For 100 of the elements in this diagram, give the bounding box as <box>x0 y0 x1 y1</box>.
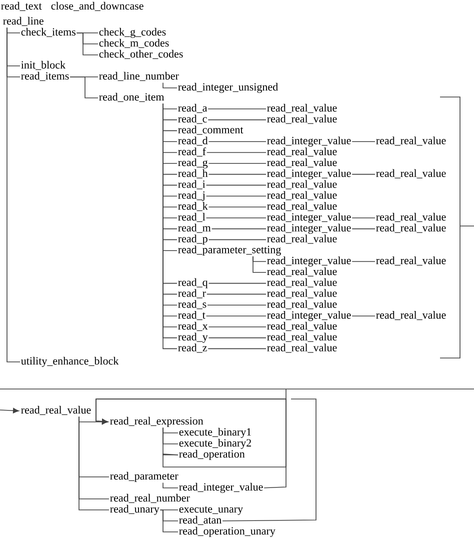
function-name: read_real_value <box>376 169 446 178</box>
function-name: read_l <box>178 212 206 222</box>
function-name: read_parameter <box>110 472 178 482</box>
function-name: read_line <box>3 16 44 26</box>
function-name: read_real_value <box>267 158 337 168</box>
connector <box>207 304 266 306</box>
connector <box>208 239 266 240</box>
function-name: read_f <box>178 147 206 157</box>
connector <box>70 76 98 98</box>
function-name: read_j <box>178 191 204 202</box>
function-name: read_real_value <box>267 114 337 124</box>
function-name: init_block <box>21 60 66 70</box>
connector <box>208 163 266 164</box>
connector <box>208 174 266 175</box>
connector <box>160 510 178 532</box>
function-name: read_real_value <box>376 224 446 233</box>
connector <box>206 184 266 186</box>
connector <box>352 261 376 262</box>
connector <box>208 141 266 142</box>
function-name: read_a <box>178 104 208 113</box>
function-name: read_real_value <box>376 256 446 266</box>
connector <box>162 427 178 456</box>
connector <box>76 32 98 56</box>
function-name: read_real_value <box>376 310 446 320</box>
connector <box>252 256 266 273</box>
function-name: read_real_value <box>267 278 337 288</box>
function-name: read_real_value <box>267 322 337 331</box>
function-name: read_i <box>178 180 206 190</box>
function-name: check_m_codes <box>99 38 169 48</box>
function-name: read_real_value <box>267 332 337 342</box>
function-name: read_real_value <box>267 344 337 353</box>
function-name: read_r <box>178 289 206 298</box>
connector <box>352 174 376 175</box>
function-name: read_y <box>178 332 208 343</box>
function-name: read_text <box>1 2 42 11</box>
function-name: read_real_expression <box>110 416 204 427</box>
function-name: read_atan <box>179 516 222 525</box>
connector <box>208 206 266 208</box>
connector <box>208 108 266 110</box>
function-name: read_unary <box>110 504 160 515</box>
function-name: read_m <box>178 224 211 233</box>
function-name: read_real_number <box>110 494 190 503</box>
function-name: read_operation_unary <box>179 526 276 537</box>
function-name: read_real_value <box>267 202 337 212</box>
function-name: read_real_value <box>267 300 337 310</box>
function-name: read_integer_value <box>267 310 351 321</box>
function-name: close_and_downcase <box>51 2 144 11</box>
function-name: read_t <box>178 310 206 320</box>
function-name: read_items <box>21 72 69 81</box>
function-name: read_integer_value <box>267 256 351 266</box>
function-name: execute_unary <box>179 506 243 515</box>
function-name: read_real_value <box>267 289 337 298</box>
function-name: read_integer_value <box>267 136 351 147</box>
connector <box>206 294 266 295</box>
function-name: check_items <box>21 28 76 37</box>
function-name: read_real_value <box>376 136 446 146</box>
function-name: read_operation <box>179 450 245 460</box>
function-name: read_real_value <box>267 147 337 157</box>
function-name: read_integer_value <box>267 224 351 234</box>
function-name: read_k <box>178 202 208 212</box>
function-name: read_one_item <box>99 92 164 102</box>
function-name: read_integer_value <box>179 482 263 493</box>
connector <box>208 348 266 350</box>
function-name: execute_binary2 <box>179 438 251 449</box>
connector <box>6 27 20 362</box>
function-name: read_integer_value <box>267 169 351 180</box>
function-name: execute_binary1 <box>179 428 251 438</box>
function-name: read_real_value <box>267 267 337 276</box>
function-name: read_real_value <box>267 180 337 190</box>
function-name: read_real_value <box>267 191 337 200</box>
function-name: read_h <box>178 169 208 178</box>
function-name: read_d <box>178 136 208 146</box>
function-name: read_parameter_setting <box>178 246 281 256</box>
function-name: read_integer_unsigned <box>178 82 278 93</box>
function-name: read_real_value <box>21 406 91 415</box>
function-name: read_s <box>178 300 206 310</box>
function-name: read_comment <box>178 126 244 135</box>
connector <box>208 282 266 284</box>
connector <box>162 482 178 488</box>
function-name: read_g <box>178 158 208 168</box>
function-name: check_g_codes <box>99 28 166 38</box>
function-name: check_other_codes <box>99 50 183 59</box>
connector <box>162 82 178 88</box>
connector <box>208 119 266 120</box>
function-name: utility_enhance_block <box>21 356 119 367</box>
function-name: read_q <box>178 278 208 288</box>
connector <box>352 228 376 230</box>
connector <box>222 398 316 522</box>
function-name: read_c <box>178 114 207 124</box>
connector <box>208 326 266 328</box>
function-name: read_z <box>178 344 207 353</box>
connector <box>211 228 266 230</box>
connector <box>0 408 19 414</box>
function-name: read_line_number <box>99 72 179 81</box>
connector <box>96 398 286 488</box>
function-name: read_p <box>178 234 208 245</box>
connector <box>208 337 266 338</box>
function-name: read_real_value <box>267 234 337 244</box>
connector <box>206 152 266 153</box>
function-name: read_real_value <box>376 212 446 222</box>
